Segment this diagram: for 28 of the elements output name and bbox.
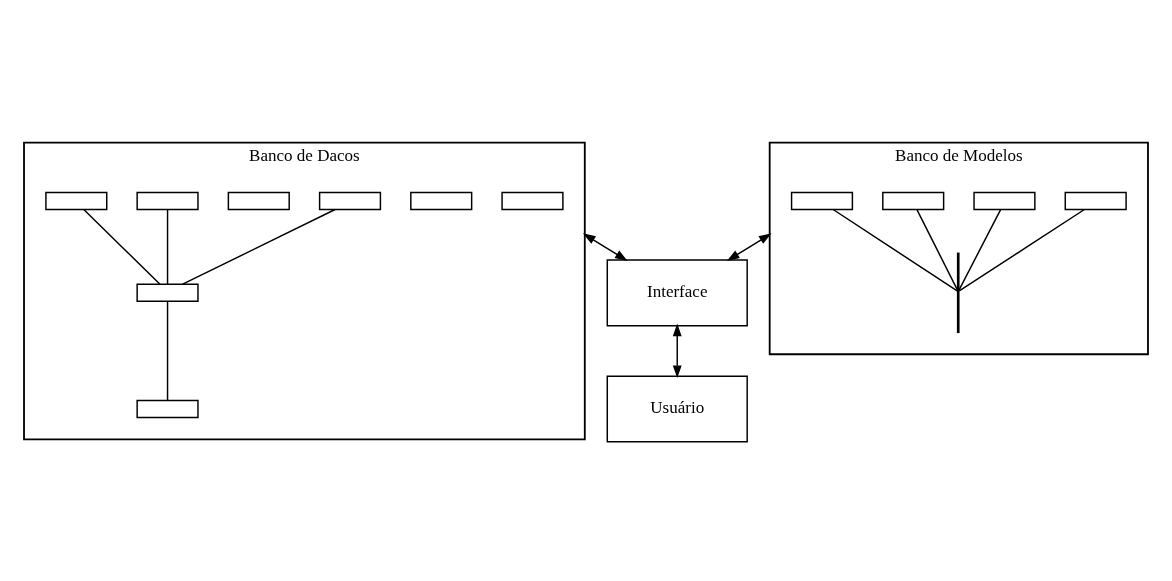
node-box (501, 191, 564, 210)
connector (181, 208, 336, 285)
node-box (410, 191, 473, 210)
node-box: Interface (606, 258, 748, 326)
connector (916, 208, 959, 291)
node-box (973, 191, 1036, 210)
arrow (726, 232, 772, 261)
node-box (790, 191, 854, 210)
node-box (227, 191, 290, 210)
arrow (582, 232, 628, 261)
node-box (318, 191, 382, 210)
connector (958, 208, 1086, 292)
node-box: Usuário (606, 374, 748, 443)
connector (166, 300, 169, 401)
node-bar (956, 252, 960, 333)
connector (83, 208, 161, 285)
node-box (45, 191, 108, 210)
node-box (882, 191, 945, 210)
node-box (136, 399, 199, 418)
cluster: Banco de Dacos (23, 141, 586, 440)
node-box (136, 191, 199, 210)
cluster: Banco de Modelos (768, 141, 1149, 355)
connector (832, 208, 958, 292)
connector (958, 208, 1002, 291)
node-box (1064, 191, 1127, 210)
connector (166, 208, 169, 285)
node-box (136, 283, 199, 302)
arrow (672, 323, 682, 378)
